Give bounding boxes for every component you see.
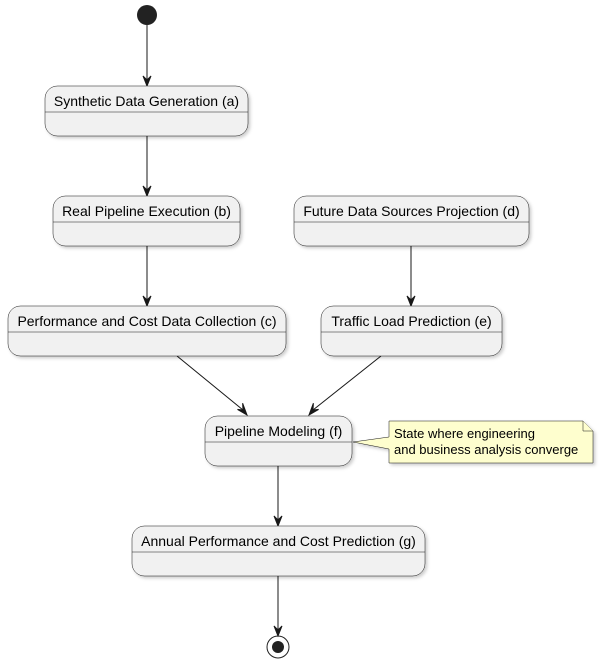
transitions bbox=[142, 25, 416, 638]
state-d-label: Future Data Sources Projection (d) bbox=[303, 203, 519, 219]
state-f bbox=[204, 415, 353, 467]
state-a bbox=[44, 85, 249, 137]
arrowhead-c-f bbox=[237, 403, 248, 417]
state-e bbox=[320, 305, 503, 357]
state-b bbox=[52, 195, 241, 247]
state-a-label: Synthetic Data Generation (a) bbox=[54, 93, 239, 109]
state-g bbox=[131, 525, 426, 577]
state-b-label: Real Pipeline Execution (b) bbox=[62, 203, 231, 219]
state-d bbox=[293, 195, 530, 247]
state-e-label: Traffic Load Prediction (e) bbox=[331, 313, 491, 329]
arrowhead-e-f bbox=[308, 403, 319, 417]
start-node bbox=[137, 5, 157, 25]
transition-e-f bbox=[312, 355, 382, 411]
arrowhead-d-e bbox=[406, 295, 416, 308]
arrowhead-b-c bbox=[142, 295, 152, 308]
note-line-2: and business analysis converge bbox=[394, 442, 578, 457]
note bbox=[352, 420, 594, 464]
arrowhead-start-a bbox=[142, 75, 152, 88]
note-line-1: State where engineering bbox=[394, 426, 535, 441]
arrowhead-g-end bbox=[273, 625, 283, 638]
arrowhead-f-g bbox=[273, 515, 283, 528]
state-c bbox=[7, 305, 287, 357]
state-f-label: Pipeline Modeling (f) bbox=[215, 423, 343, 439]
arrowhead-a-b bbox=[142, 185, 152, 198]
state-c-label: Performance and Cost Data Collection (c) bbox=[17, 313, 276, 329]
end-node bbox=[266, 635, 290, 659]
state-g-label: Annual Performance and Cost Prediction (… bbox=[141, 533, 416, 549]
transition-c-f bbox=[176, 355, 244, 411]
